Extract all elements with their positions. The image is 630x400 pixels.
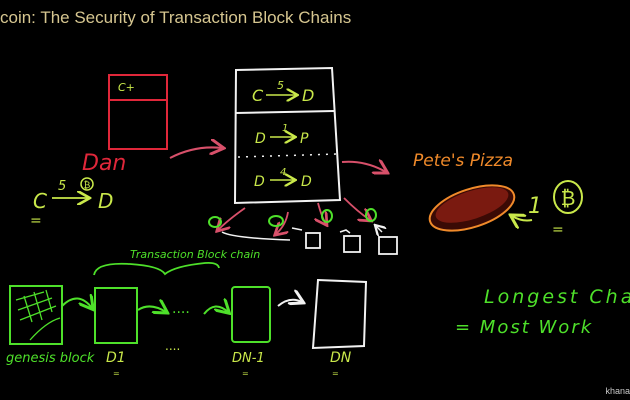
transfer-amount: 5: [58, 179, 66, 194]
longest-chain-label: Longest Chain: [484, 286, 630, 308]
block-d1: [94, 287, 138, 344]
arrow-icon: [203, 306, 228, 314]
transfer-from: C: [33, 189, 47, 213]
label-dn-1: DN-1: [232, 351, 265, 366]
transfer-note: C 5 ₿ D =: [30, 177, 113, 229]
row-from: D: [255, 131, 266, 147]
equals-mark: =: [113, 369, 120, 378]
row-amount: 1: [282, 123, 288, 134]
dan-label: Dan: [82, 151, 126, 176]
genesis-label: genesis block: [6, 351, 95, 366]
arrow-icon: [277, 300, 302, 307]
most-work-label: = Most Work: [455, 317, 593, 338]
arrow-icon: [137, 306, 166, 312]
brace-icon: [93, 261, 220, 276]
transaction-block: C 5 D D 1 P D 4 D: [233, 66, 342, 205]
arrow-icon: [169, 147, 222, 159]
pizza-icon: [428, 184, 516, 232]
network-nodes: [208, 208, 398, 255]
block-row: D 4 D: [254, 167, 312, 190]
equals-mark: =: [30, 213, 42, 229]
dan-block: C+: [108, 74, 168, 150]
row-from: C: [252, 86, 264, 105]
equals-mark: =: [332, 369, 339, 378]
label-d1: D1: [106, 350, 126, 366]
row-to: P: [300, 131, 309, 147]
row-amount: 4: [280, 167, 286, 178]
transfer-to: D: [98, 189, 113, 213]
equals-mark: =: [552, 222, 564, 238]
coin-symbol: ₿: [84, 180, 91, 191]
bitcoin-symbol: ₿: [561, 186, 576, 210]
bitcoin-icon: ₿: [553, 180, 583, 214]
block-dn: [311, 278, 368, 350]
chain-ellipsis: ....: [172, 301, 190, 317]
petes-pizza-label: Pete's Pizza: [413, 151, 513, 171]
block-row: C 5 D: [252, 79, 314, 105]
label-ellipsis: ....: [165, 339, 180, 353]
video-title: coin: The Security of Transaction Block …: [0, 8, 352, 27]
pizza-price: 1: [528, 194, 542, 219]
block-dn-1: [231, 286, 271, 343]
row-to: D: [301, 174, 312, 190]
label-dn: DN: [330, 350, 352, 366]
row-amount: 5: [277, 79, 284, 92]
equals-mark: =: [242, 369, 249, 378]
row-from: D: [254, 174, 265, 190]
row-to: D: [302, 86, 314, 105]
small-block-text: C+: [118, 81, 135, 94]
arrow-icon: [341, 162, 386, 172]
genesis-block: [9, 285, 63, 345]
arrow-icon: [61, 298, 92, 308]
brand-watermark: khana: [605, 386, 630, 396]
arrow-icon: [512, 216, 533, 221]
chain-label: Transaction Block chain: [130, 248, 260, 261]
block-row: D 1 P: [255, 123, 309, 147]
